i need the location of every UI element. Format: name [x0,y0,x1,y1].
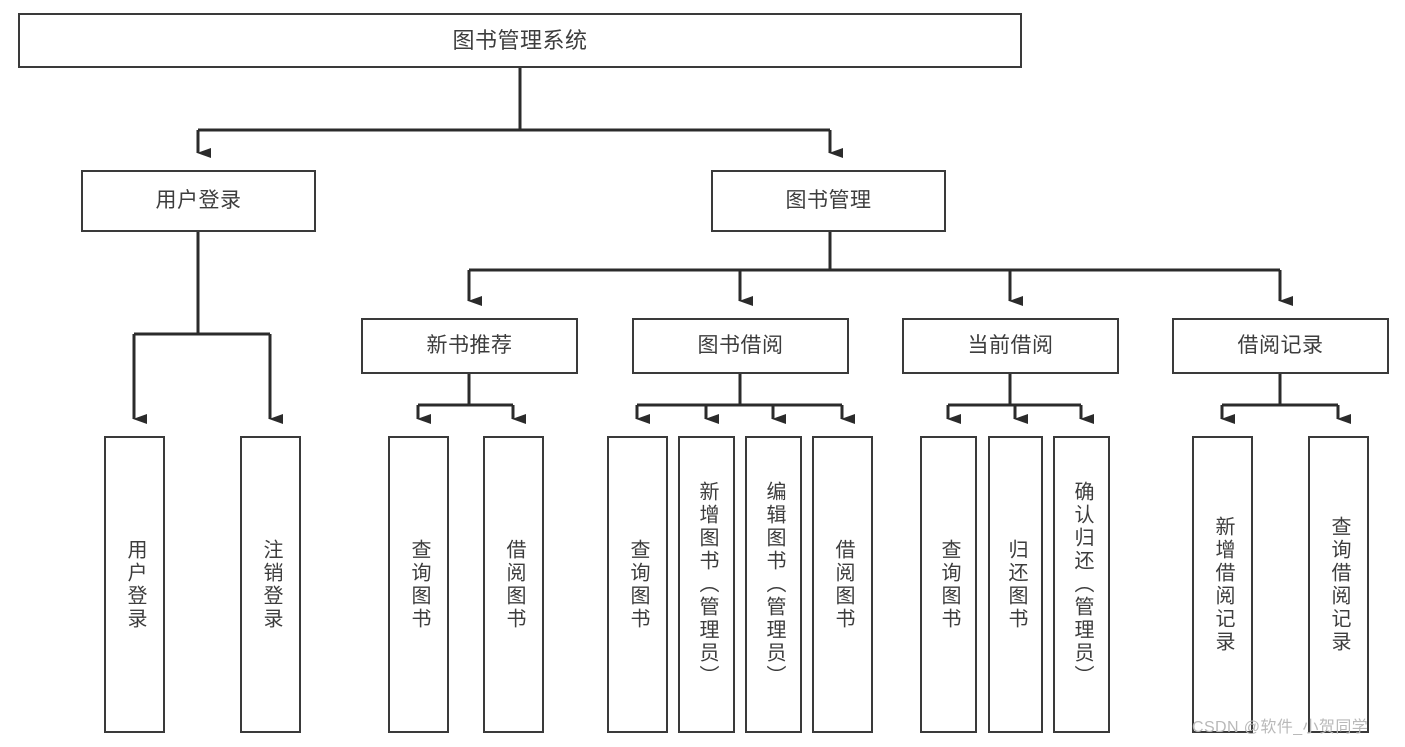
node-book-management-label: 图书管理 [785,188,872,212]
leaf-edit-book-admin-label: 编辑图书（管理员） [763,481,785,688]
node-current-borrow[interactable]: 当前借阅 [902,318,1119,374]
leaf-query-book-current[interactable]: 查询图书 [920,436,977,733]
node-book-management[interactable]: 图书管理 [711,170,946,232]
leaf-logout-login[interactable]: 注销登录 [240,436,301,733]
node-root-label: 图书管理系统 [452,27,588,53]
node-user-login-label: 用户登录 [155,188,242,212]
node-book-borrow-label: 图书借阅 [697,333,784,357]
leaf-logout-login-label: 注销登录 [260,538,282,631]
leaf-return-book-label: 归还图书 [1005,538,1027,631]
leaf-return-book[interactable]: 归还图书 [988,436,1043,733]
leaf-borrow-book-new[interactable]: 借阅图书 [483,436,544,733]
leaf-query-book-new[interactable]: 查询图书 [388,436,449,733]
leaf-add-book-admin[interactable]: 新增图书（管理员） [678,436,735,733]
leaf-confirm-return-admin-label: 确认归还（管理员） [1071,481,1093,688]
leaf-query-book-borrow-label: 查询图书 [627,538,649,631]
node-user-login[interactable]: 用户登录 [81,170,316,232]
leaf-query-book-new-label: 查询图书 [408,538,430,631]
watermark: CSDN @软件_小贺同学 [1192,719,1369,736]
leaf-query-borrow-record-label: 查询借阅记录 [1328,515,1350,654]
node-new-book-recommend-label: 新书推荐 [426,333,513,357]
leaf-add-book-admin-label: 新增图书（管理员） [696,481,718,688]
node-book-borrow[interactable]: 图书借阅 [632,318,849,374]
leaf-query-borrow-record[interactable]: 查询借阅记录 [1308,436,1369,733]
leaf-user-login[interactable]: 用户登录 [104,436,165,733]
leaf-add-borrow-record[interactable]: 新增借阅记录 [1192,436,1253,733]
leaf-confirm-return-admin[interactable]: 确认归还（管理员） [1053,436,1110,733]
node-borrow-record[interactable]: 借阅记录 [1172,318,1389,374]
leaf-query-book-current-label: 查询图书 [938,538,960,631]
leaf-borrow-book[interactable]: 借阅图书 [812,436,873,733]
node-current-borrow-label: 当前借阅 [967,333,1054,357]
leaf-user-login-label: 用户登录 [124,538,146,631]
leaf-add-borrow-record-label: 新增借阅记录 [1212,515,1234,654]
leaf-query-book-borrow[interactable]: 查询图书 [607,436,668,733]
node-new-book-recommend[interactable]: 新书推荐 [361,318,578,374]
node-borrow-record-label: 借阅记录 [1237,333,1324,357]
node-root[interactable]: 图书管理系统 [18,13,1022,68]
leaf-edit-book-admin[interactable]: 编辑图书（管理员） [745,436,802,733]
leaf-borrow-book-label: 借阅图书 [832,538,854,631]
leaf-borrow-book-new-label: 借阅图书 [503,538,525,631]
